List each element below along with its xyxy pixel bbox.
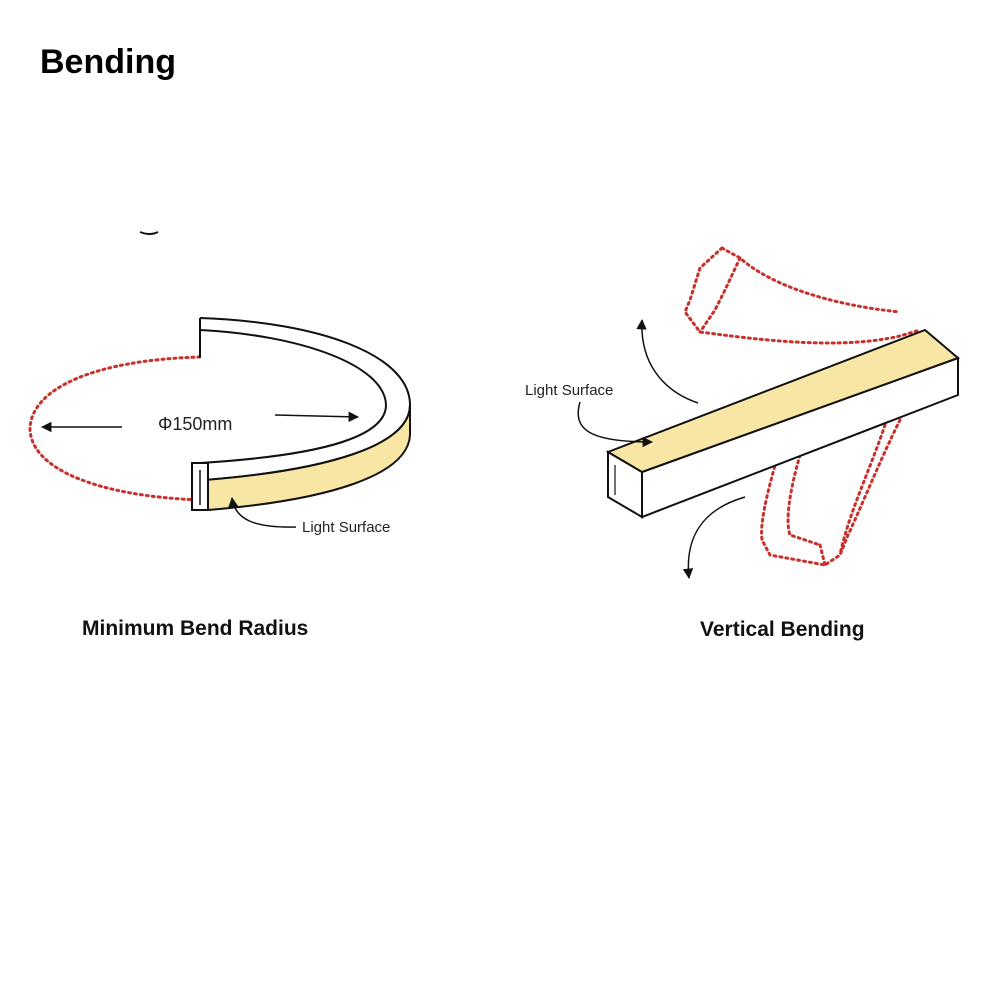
dotted-lower-bend-profile-inner xyxy=(786,423,887,567)
dotted-upper-bend-profile xyxy=(683,246,922,345)
light-surface-label-right: Light Surface xyxy=(525,382,613,399)
vertical-bending-caption: Vertical Bending xyxy=(700,618,865,641)
diameter-arrow-right xyxy=(274,411,360,423)
dotted-circle-guide xyxy=(28,355,202,502)
bent-strip-top-face xyxy=(200,318,410,465)
diameter-label: Φ150mm xyxy=(158,414,232,434)
page-title: Bending xyxy=(40,43,176,81)
bend-down-arrow xyxy=(682,496,746,580)
straight-bar-light-surface xyxy=(605,328,960,474)
light-surface-pointer-left xyxy=(228,496,297,528)
dotted-lower-bend-profile xyxy=(760,418,902,567)
bend-up-arrow xyxy=(636,318,699,404)
minimum-bend-radius-figure: Φ150mm Light Surface Minimum Bend Radius xyxy=(28,231,412,640)
vertical-bending-figure: Light Surface Vertical Bending xyxy=(525,246,960,641)
light-surface-label-left: Light Surface xyxy=(302,519,390,536)
bent-strip-inner-edge xyxy=(199,329,388,464)
minimum-bend-radius-caption: Minimum Bend Radius xyxy=(82,617,308,640)
light-surface-pointer-right xyxy=(577,401,654,448)
dotted-upper-bend-profile-inner xyxy=(698,246,902,334)
stray-mark xyxy=(139,231,159,235)
